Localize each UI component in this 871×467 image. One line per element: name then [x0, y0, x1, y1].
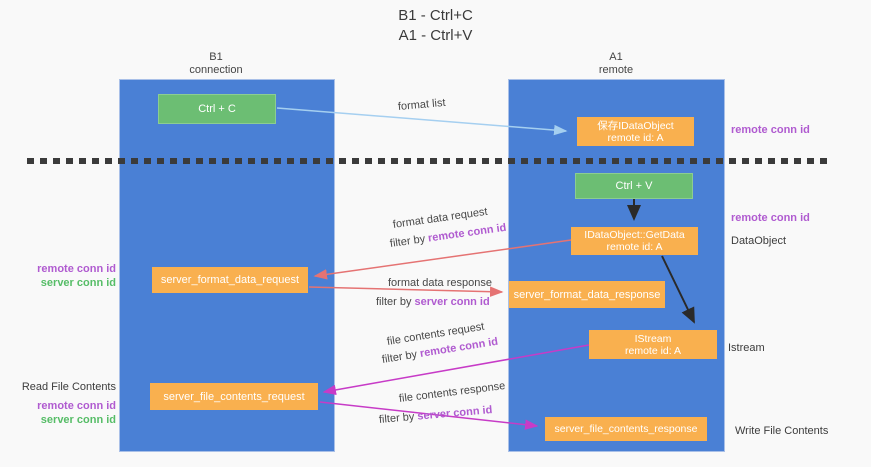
getdata-line1: IDataObject::GetData — [584, 229, 685, 241]
server-format-data-request-box: server_format_data_request — [152, 267, 308, 293]
format-response-label: server_format_data_response — [513, 288, 661, 301]
save-idataobject-line2: remote id: A — [607, 131, 664, 144]
save-idataobject-box: 保存IDataObject remote id: A — [577, 117, 694, 146]
save-idataobject-line1: 保存IDataObject — [597, 119, 674, 132]
ctrl-v-label: Ctrl + V — [615, 180, 653, 192]
filter-prefix: filter by — [389, 232, 429, 250]
title-line-1: B1 - Ctrl+C — [398, 7, 473, 24]
filter-by-server-conn-id-label-1: filter by server conn id — [376, 296, 490, 308]
istream-box: IStream remote id: A — [589, 330, 717, 359]
title-line-2: A1 - Ctrl+V — [398, 27, 473, 44]
filter-by-server-conn-id-label-2: filter by server conn id — [378, 404, 492, 426]
getdata-line2: remote id: A — [606, 241, 663, 253]
left-column-subtitle: connection — [189, 64, 243, 76]
right-column-name: A1 — [609, 51, 623, 63]
istream-line1: IStream — [634, 332, 672, 345]
filter-highlight: server conn id — [414, 296, 490, 308]
format-data-response-label: format data response — [388, 277, 492, 289]
read-file-contents-label: Read File Contents — [21, 381, 116, 393]
file-response-label: server_file_contents_response — [554, 423, 698, 435]
write-file-contents-label: Write File Contents — [735, 425, 829, 437]
ctrl-c-box: Ctrl + C — [158, 94, 276, 124]
right-column-header: A1 remote — [556, 51, 676, 77]
server-format-data-response-box: server_format_data_response — [509, 281, 665, 308]
left-server-conn-id-label-1: server conn id — [40, 277, 116, 289]
left-column-header: B1 connection — [156, 51, 276, 77]
left-remote-conn-id-label-2: remote conn id — [37, 400, 116, 412]
left-remote-conn-id-label-1: remote conn id — [37, 263, 116, 275]
diagram-title: B1 - Ctrl+C A1 - Ctrl+V — [0, 6, 871, 46]
left-column-name: B1 — [209, 51, 223, 63]
left-server-conn-id-label-2: server conn id — [40, 414, 116, 426]
format-list-label: format list — [397, 96, 447, 113]
server-file-contents-response-box: server_file_contents_response — [545, 417, 707, 441]
istream-line2: remote id: A — [624, 344, 682, 357]
server-file-contents-request-box: server_file_contents_request — [150, 383, 318, 410]
dashed-separator-line — [27, 158, 833, 164]
remote-conn-id-label-top: remote conn id — [731, 124, 810, 136]
file-contents-response-label: file contents response — [398, 380, 506, 405]
dataobject-label: DataObject — [731, 235, 787, 247]
istream-side-label: Istream — [728, 342, 765, 354]
filter-prefix: filter by — [378, 410, 418, 426]
file-request-label: server_file_contents_request — [163, 390, 305, 403]
ctrl-v-box: Ctrl + V — [575, 173, 693, 199]
ctrl-c-label: Ctrl + C — [198, 103, 236, 115]
read-file-contents-labels: Read File Contents remote conn id server… — [8, 380, 116, 427]
filter-highlight: server conn id — [416, 404, 493, 423]
format-request-label: server_format_data_request — [160, 274, 300, 286]
right-column-subtitle: remote — [598, 64, 634, 76]
left-conn-id-labels: remote conn id server conn id — [8, 262, 116, 290]
filter-prefix: filter by — [376, 296, 415, 308]
filter-prefix: filter by — [381, 348, 421, 366]
remote-conn-id-label-mid: remote conn id — [731, 212, 810, 224]
filter-highlight: remote conn id — [427, 221, 508, 245]
idataobject-getdata-box: IDataObject::GetData remote id: A — [571, 227, 698, 255]
